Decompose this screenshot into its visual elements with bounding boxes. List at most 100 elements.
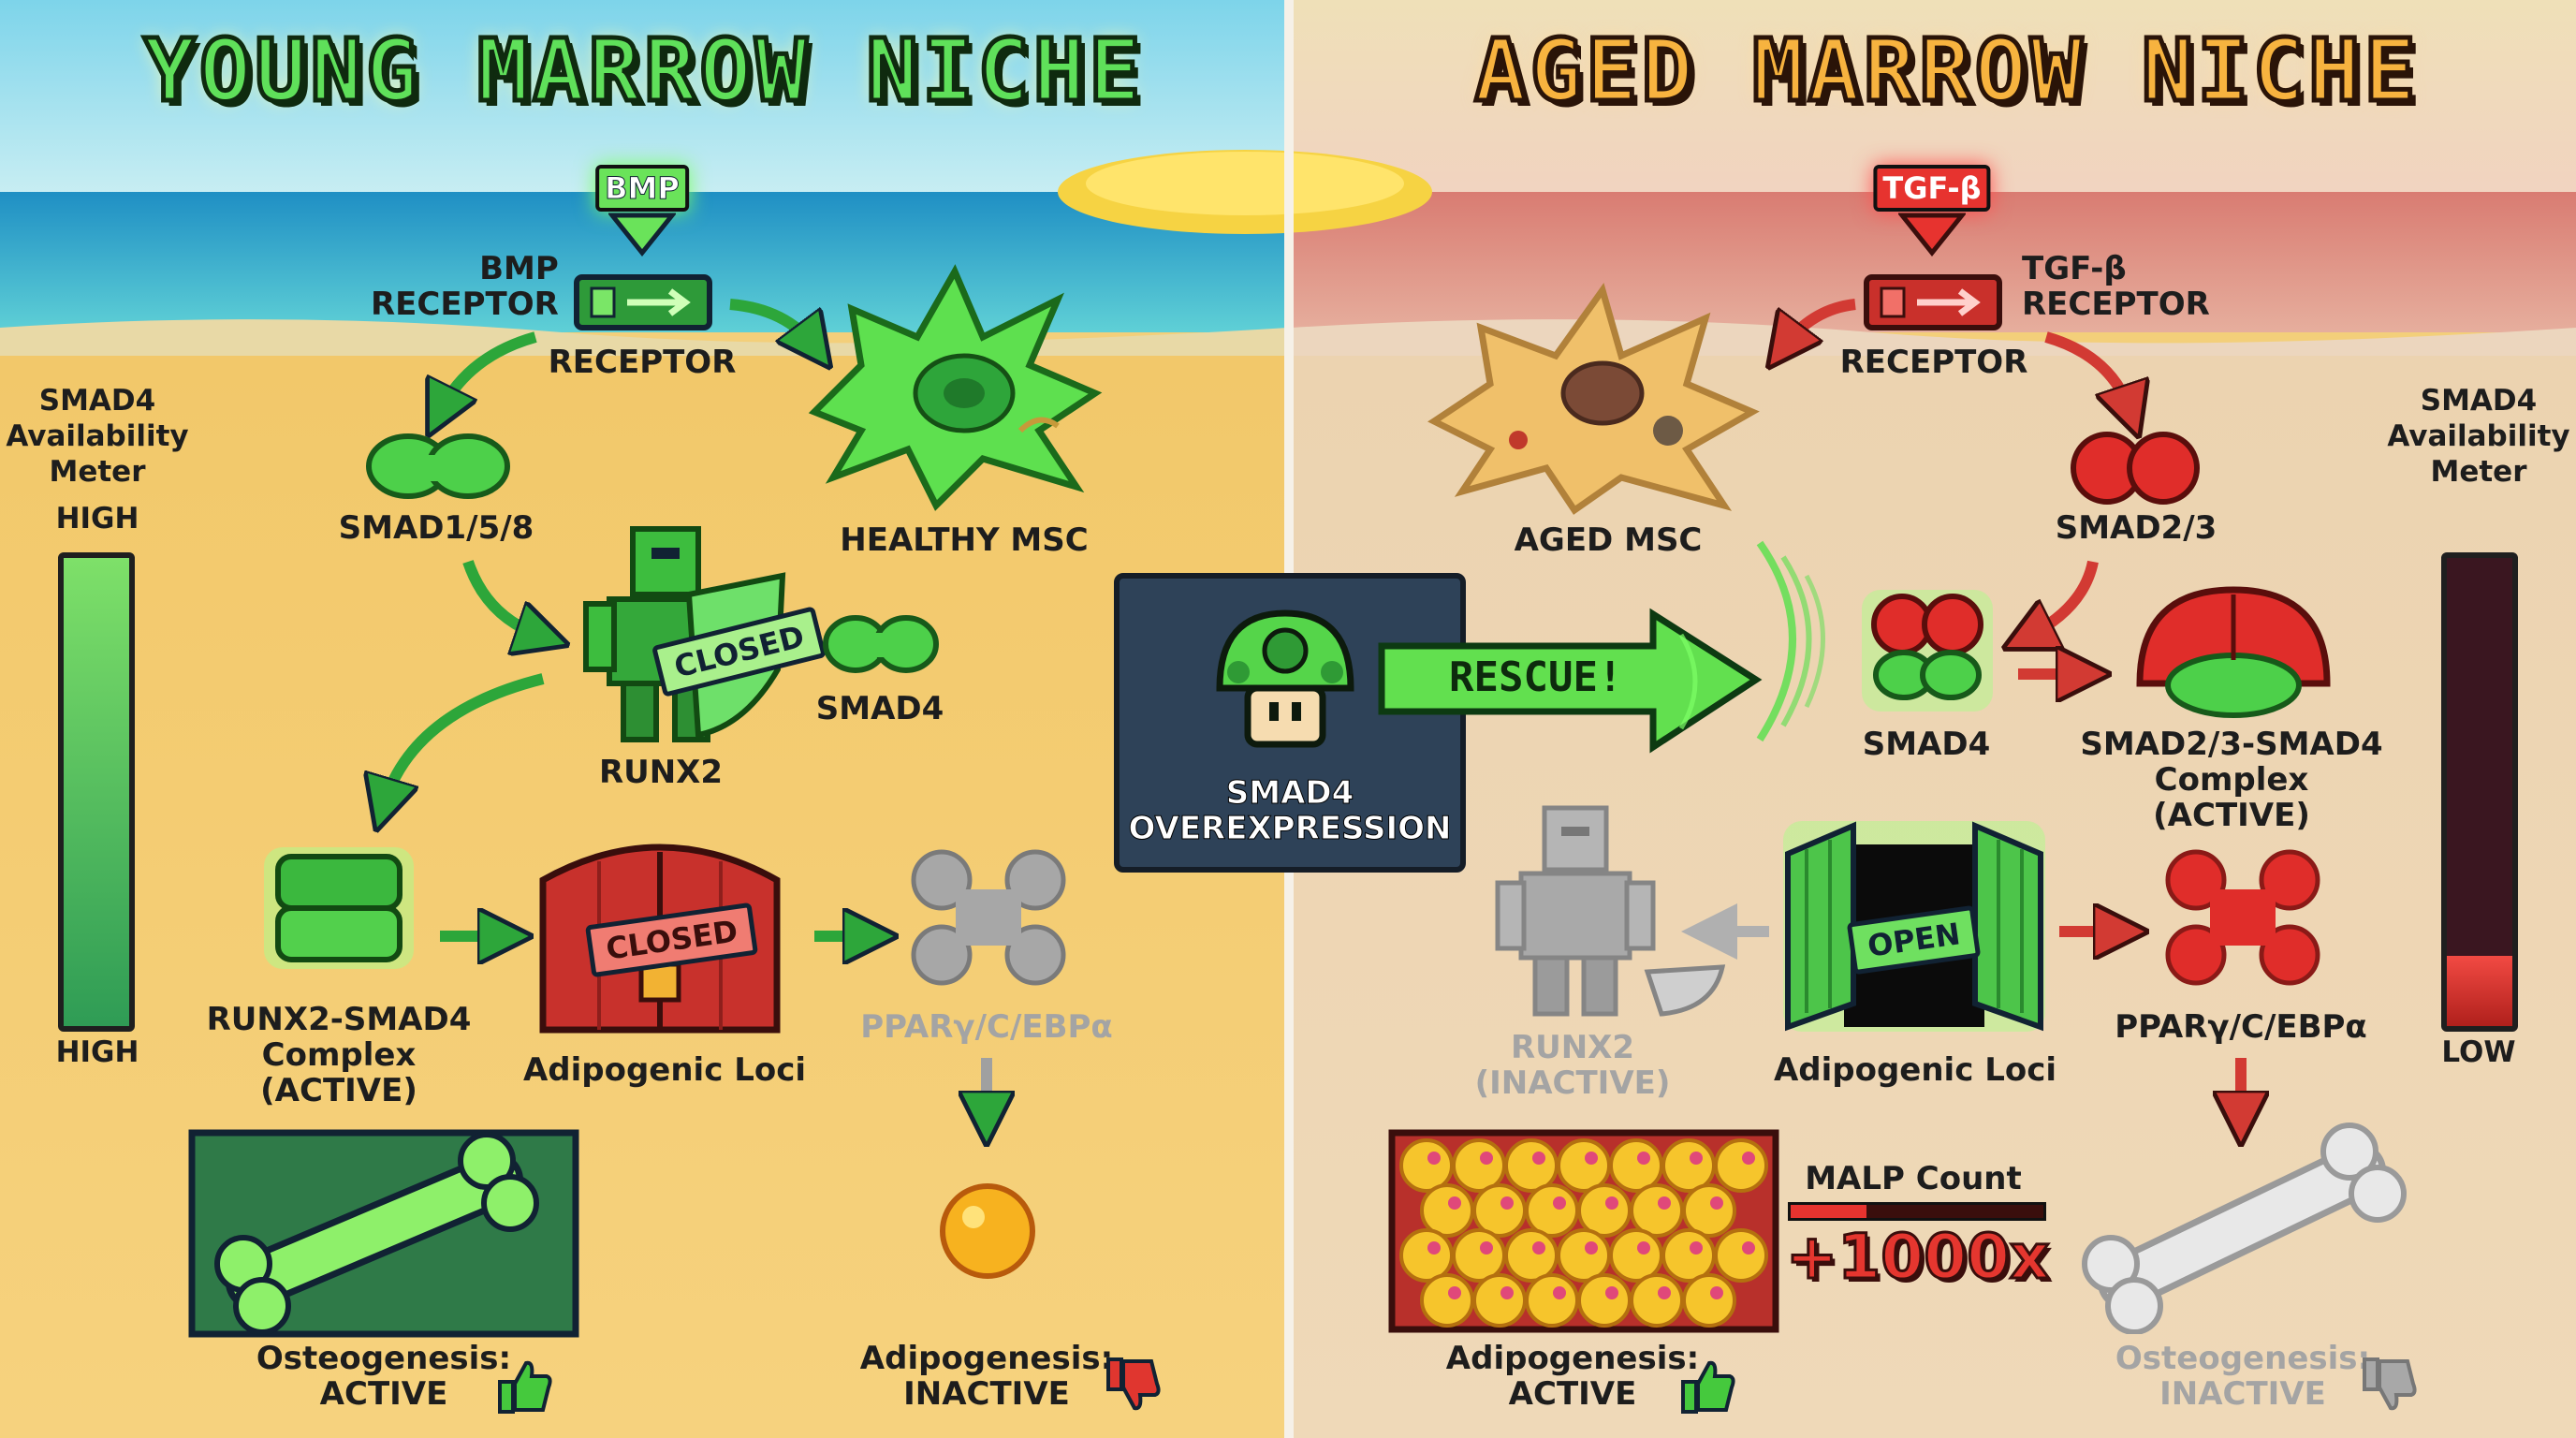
fat-cell — [1399, 1228, 1454, 1283]
fat-cell — [1525, 1273, 1579, 1328]
runx2-label: RUNX2 — [598, 754, 724, 791]
aged-meter-title-2: Availability — [2387, 419, 2570, 453]
fat-cell-nucleus — [1553, 1196, 1566, 1210]
fat-cell-nucleus — [1427, 1152, 1441, 1165]
young-thumbs-up-icon — [498, 1360, 552, 1414]
healthy-msc-label: HEALTHY MSC — [840, 521, 1089, 559]
young-complex-label-3: (ACTIVE) — [260, 1072, 417, 1109]
fat-cell-nucleus — [1585, 1152, 1598, 1165]
fat-cell-nucleus — [1690, 1152, 1703, 1165]
aged-ppar-label: PPARγ/C/EBPα — [2115, 1008, 2367, 1046]
aged-meter-bottom-label: LOW — [2441, 1035, 2516, 1069]
aged-complex-label-1: SMAD2/3-SMAD4 — [2080, 726, 2383, 763]
young-meter-top-label: HIGH — [55, 502, 139, 536]
aged-pathway-arrows — [1681, 299, 2576, 1438]
healthy-msc-cell-icon — [808, 264, 1103, 511]
fat-cell-nucleus — [1710, 1286, 1723, 1299]
fat-cell — [1525, 1183, 1579, 1238]
young-meter-fill — [64, 558, 129, 1026]
smad158-protein-icon — [366, 433, 510, 499]
aged-adipogenic-loci-label: Adipogenic Loci — [1773, 1051, 2057, 1089]
aged-niche-title: AGED MARROW NICHE — [1472, 19, 2420, 124]
tgfb-ligand-tag: TGF-β — [1873, 165, 1991, 212]
bmp-receptor-side-label: BMP RECEPTOR — [371, 250, 559, 323]
fat-cell — [1661, 1138, 1716, 1193]
fat-cell — [1452, 1138, 1506, 1193]
young-meter-title-1: SMAD4 — [38, 384, 156, 418]
tgfb-ligand-arrow-icon — [1898, 213, 1966, 257]
fat-cell-nucleus — [1448, 1196, 1461, 1210]
fat-cell — [1472, 1183, 1527, 1238]
tgfb-receptor-icon — [1864, 274, 2002, 330]
young-smad4-label: SMAD4 — [815, 690, 944, 727]
fat-cell-nucleus — [1532, 1152, 1545, 1165]
aged-thumbs-up-icon — [1681, 1360, 1735, 1414]
fat-cell — [1661, 1228, 1716, 1283]
fat-cell — [1420, 1273, 1474, 1328]
young-adipo-label-2: INACTIVE — [903, 1375, 1070, 1413]
rescue-panel: SMAD4 OVEREXPRESSION — [1114, 573, 1466, 873]
fat-cell — [1577, 1183, 1632, 1238]
aged-adipo-label-1: Adipogenesis: — [1445, 1340, 1700, 1377]
fat-cell — [1504, 1138, 1559, 1193]
aged-smad4-meter — [2441, 552, 2518, 1032]
aged-meter-title-1: SMAD4 — [2420, 384, 2538, 418]
fat-cell-nucleus — [1480, 1152, 1493, 1165]
malp-count-value: +1000x — [1785, 1220, 2052, 1295]
mushroom-icon — [1216, 609, 1354, 748]
aged-complex-label-2: Complex — [2154, 761, 2309, 799]
fat-cell — [1399, 1138, 1454, 1193]
fat-cell — [1452, 1228, 1506, 1283]
fat-cell-nucleus — [1742, 1241, 1755, 1255]
fat-cell-nucleus — [1500, 1286, 1514, 1299]
runx2-inactive-knight-icon — [1495, 805, 1726, 1017]
fat-cell — [1609, 1228, 1663, 1283]
fat-cell-nucleus — [1500, 1196, 1514, 1210]
bmp-receptor-icon — [574, 274, 712, 330]
rescue-arrow-icon — [1378, 608, 1763, 754]
fat-cell — [1472, 1273, 1527, 1328]
fat-cell — [1630, 1183, 1684, 1238]
fat-droplet-icon — [940, 1183, 1035, 1279]
aged-adipo-label-2: ACTIVE — [1508, 1375, 1637, 1413]
fat-cell-nucleus — [1658, 1286, 1671, 1299]
malp-bar-fill — [1791, 1205, 1866, 1218]
young-ppar-label: PPARγ/C/EBPα — [860, 1008, 1113, 1046]
rescue-swirl-icon — [1756, 540, 1825, 742]
smad23-protein-icon — [2071, 432, 2200, 505]
fat-cell-nucleus — [1605, 1196, 1618, 1210]
fat-cell-nucleus — [1658, 1196, 1671, 1210]
fat-cell — [1557, 1228, 1611, 1283]
fat-cell — [1504, 1228, 1559, 1283]
bmp-ligand-arrow-icon — [608, 213, 676, 257]
aged-thumbs-down-icon — [2363, 1357, 2417, 1411]
runx2-smad4-complex-icon — [264, 847, 414, 969]
aged-ppar-molecule-icon — [2165, 849, 2320, 986]
fat-cell — [1630, 1273, 1684, 1328]
smad23-label: SMAD2/3 — [2055, 509, 2217, 547]
young-niche-title: YOUNG MARROW NICHE — [141, 19, 1145, 124]
fat-cell — [1682, 1273, 1736, 1328]
smad23-smad4-complex-icon — [2136, 586, 2331, 718]
rescue-label-1: SMAD4 — [1225, 774, 1354, 812]
smad158-label: SMAD1/5/8 — [338, 509, 534, 547]
young-bone-panel — [188, 1129, 579, 1338]
young-meter-title-2: Availability — [6, 419, 189, 453]
young-smad4-protein-icon — [823, 615, 939, 673]
young-adipogenic-loci-label: Adipogenic Loci — [522, 1051, 807, 1089]
aged-osteo-label-2: INACTIVE — [2159, 1375, 2326, 1413]
aged-meter-fill — [2447, 956, 2512, 1026]
young-receptor-label: RECEPTOR — [548, 344, 737, 381]
malp-bar — [1788, 1202, 2046, 1221]
fat-cell-nucleus — [1710, 1196, 1723, 1210]
fat-cell — [1420, 1183, 1474, 1238]
aged-receptor-label: RECEPTOR — [1839, 344, 2028, 381]
rescue-arrow-text: RESCUE! — [1449, 653, 1623, 701]
fat-cell-nucleus — [1605, 1286, 1618, 1299]
young-osteo-label-1: Osteogenesis: — [256, 1340, 512, 1377]
bone-icon — [214, 1132, 539, 1335]
young-osteo-label-2: ACTIVE — [319, 1375, 448, 1413]
aged-bone-icon — [2082, 1123, 2407, 1334]
fat-cell — [1714, 1138, 1768, 1193]
fat-cell-nucleus — [1637, 1241, 1650, 1255]
